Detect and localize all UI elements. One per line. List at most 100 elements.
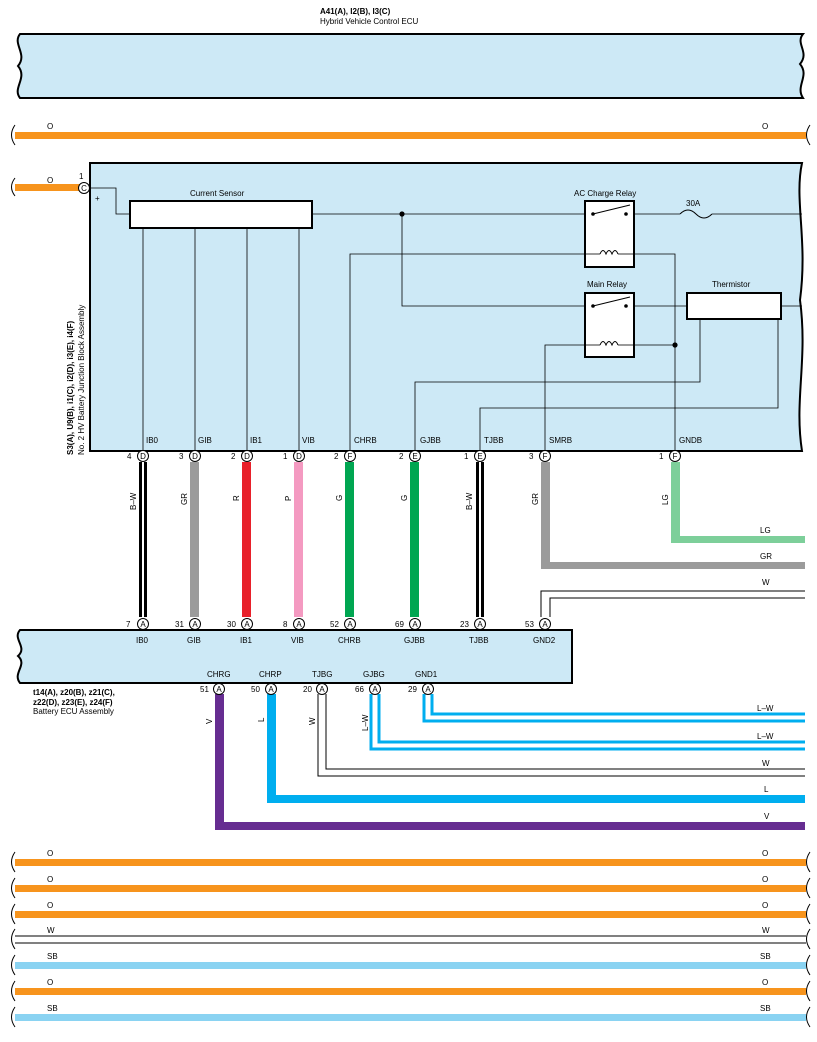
jb-conn-gjbb: E	[412, 452, 417, 461]
becu-num-ib1: 30	[227, 620, 236, 629]
jb-pin-label-vib: VIB	[302, 436, 315, 445]
jb-pin-label-smrb: SMRB	[549, 436, 572, 445]
current-sensor-label: Current Sensor	[190, 189, 245, 198]
becu-label-gjbb: GJBB	[404, 636, 425, 645]
hv-control-ecu: A41(A), I2(B), I3(C) Hybrid Vehicle Cont…	[16, 7, 806, 99]
bus-2-label-left: O	[47, 875, 53, 884]
bus-6-label-left: O	[47, 978, 53, 987]
input-pin-conn: C	[81, 184, 87, 193]
right-wire-label-w: W	[762, 578, 770, 587]
right-wire-label-lg: LG	[760, 526, 771, 535]
bus-6-label-right: O	[762, 978, 768, 987]
right-wire-label-gr: GR	[760, 552, 772, 561]
jb-conn-ib1: D	[244, 452, 250, 461]
hv-ecu-name: Hybrid Vehicle Control ECU	[320, 17, 418, 26]
bus-6: O O	[11, 978, 811, 1002]
becu-label-gjbg: GJBG	[363, 670, 385, 679]
wire-label-chrp: L	[257, 717, 266, 722]
wire-label-gjbb: G	[400, 495, 409, 501]
bus-7-label-right: SB	[760, 1004, 771, 1013]
jb-num-gib: 3	[179, 452, 184, 461]
right-wire-label-v: V	[764, 812, 770, 821]
input-wire-color: O	[47, 176, 53, 185]
becu-label-ib0: IB0	[136, 636, 149, 645]
bus-1: O O	[11, 849, 811, 873]
becu-label-chrg: CHRG	[207, 670, 231, 679]
becu-conn-ib0: A	[140, 620, 146, 629]
hv-ecu-connectors: A41(A), I2(B), I3(C)	[320, 7, 391, 16]
jb-num-tjbb: 1	[464, 452, 469, 461]
becu-label-chrp: CHRP	[259, 670, 282, 679]
becu-label-gnd2: GND2	[533, 636, 556, 645]
jb-conn-ib0: D	[140, 452, 146, 461]
becu-conn-chrg: A	[216, 685, 222, 694]
input-pin-number: 1	[79, 172, 84, 181]
jb-num-ib1: 2	[231, 452, 236, 461]
becu-num-gnd1: 29	[408, 685, 417, 694]
becu-num-tjbb: 23	[460, 620, 469, 629]
bus-1-label-left: O	[47, 849, 53, 858]
becu-num-vib: 8	[283, 620, 288, 629]
top-bus-label-right: O	[762, 122, 768, 131]
bus-7-label-left: SB	[47, 1004, 58, 1013]
jb-pin-label-tjbb: TJBB	[484, 436, 504, 445]
bus-1-label-right: O	[762, 849, 768, 858]
jb-pin-label-ib0: IB0	[146, 436, 159, 445]
becu-label-vib: VIB	[291, 636, 304, 645]
bus-7: SB SB	[11, 1004, 811, 1028]
right-wire-label-w2: W	[762, 759, 770, 768]
becu-num-chrg: 51	[200, 685, 209, 694]
jb-num-smrb: 3	[529, 452, 534, 461]
bus-5-label-right: SB	[760, 952, 771, 961]
becu-label-tjbb: TJBB	[469, 636, 489, 645]
becu-label-gib: GIB	[187, 636, 201, 645]
bus-4-label-right: W	[762, 926, 770, 935]
wire-label-vib: P	[284, 496, 293, 501]
becu-conn-chrb: A	[347, 620, 353, 629]
wire-label-gjbg: L–W	[361, 714, 370, 731]
jb-num-vib: 1	[283, 452, 288, 461]
jb-connectors: D D D D F E E F F 4 3 2 1 2 2 1 3 1	[127, 450, 681, 462]
becu-label-gnd1: GND1	[415, 670, 438, 679]
becu-conn-gjbb: A	[412, 620, 418, 629]
fuse-label: 30A	[686, 199, 701, 208]
bus-3-label-left: O	[47, 901, 53, 910]
battery-ecu-connectors-1: t14(A), z20(B), z21(C),	[33, 688, 115, 697]
becu-num-gib: 31	[175, 620, 184, 629]
wire-label-gib: GR	[180, 493, 189, 505]
jb-num-gndb: 1	[659, 452, 664, 461]
becu-conn-tjbg: A	[319, 685, 325, 694]
becu-conn-vib: A	[296, 620, 302, 629]
bus-3: O O	[11, 901, 811, 925]
becu-conn-gnd1: A	[425, 685, 431, 694]
becu-num-gjbb: 69	[395, 620, 404, 629]
jb-num-ib0: 4	[127, 452, 132, 461]
bus-3-label-right: O	[762, 901, 768, 910]
wire-label-ib0: B–W	[129, 492, 138, 510]
fuse-symbol	[679, 209, 713, 219]
jb-conn-chrb: F	[348, 452, 353, 461]
jb-pin-label-gndb: GNDB	[679, 436, 702, 445]
becu-conn-gnd2: A	[542, 620, 548, 629]
input-plus: +	[95, 194, 100, 203]
hv-ecu-box	[16, 33, 806, 99]
wire-label-chrg: V	[205, 718, 214, 724]
ac-charge-relay-label: AC Charge Relay	[574, 189, 636, 198]
wire-label-chrb: G	[335, 495, 344, 501]
wire-label-smrb: GR	[531, 493, 540, 505]
bus-4-label-left: W	[47, 926, 55, 935]
wire-label-gndb: LG	[661, 494, 670, 505]
right-wire-label-l: L	[764, 785, 769, 794]
becu-num-chrp: 50	[251, 685, 260, 694]
battery-ecu-connectors-2: z22(D), z23(E), z24(F)	[33, 698, 113, 707]
jb-conn-tjbb: E	[477, 452, 482, 461]
becu-conn-tjbb: A	[477, 620, 483, 629]
jb-num-chrb: 2	[334, 452, 339, 461]
becu-conn-ib1: A	[244, 620, 250, 629]
becu-label-chrb: CHRB	[338, 636, 361, 645]
current-sensor	[129, 200, 313, 229]
right-wire-label-lw2: L–W	[757, 732, 774, 741]
junction-block-name: No. 2 HV Battery Junction Block Assembly	[77, 305, 86, 455]
jb-conn-gndb: F	[673, 452, 678, 461]
